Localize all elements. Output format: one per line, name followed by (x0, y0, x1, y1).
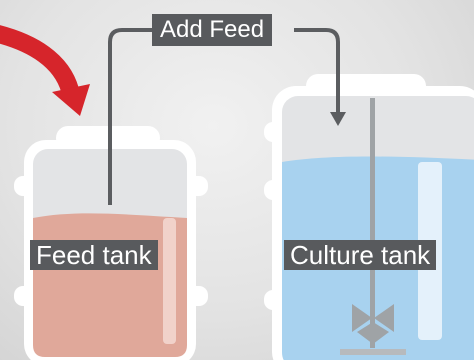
agitator-shaft (370, 98, 375, 348)
feed-pipe (108, 28, 346, 205)
feed-tank-label: Feed tank (30, 240, 158, 270)
culture-tank (264, 74, 474, 360)
add-feed-label: Add Feed (152, 14, 273, 46)
pipe-arrowhead-icon (330, 112, 346, 126)
impeller-icon (352, 304, 394, 344)
red-curved-arrow (0, 25, 90, 116)
culture-tank-label: Culture tank (284, 240, 437, 270)
